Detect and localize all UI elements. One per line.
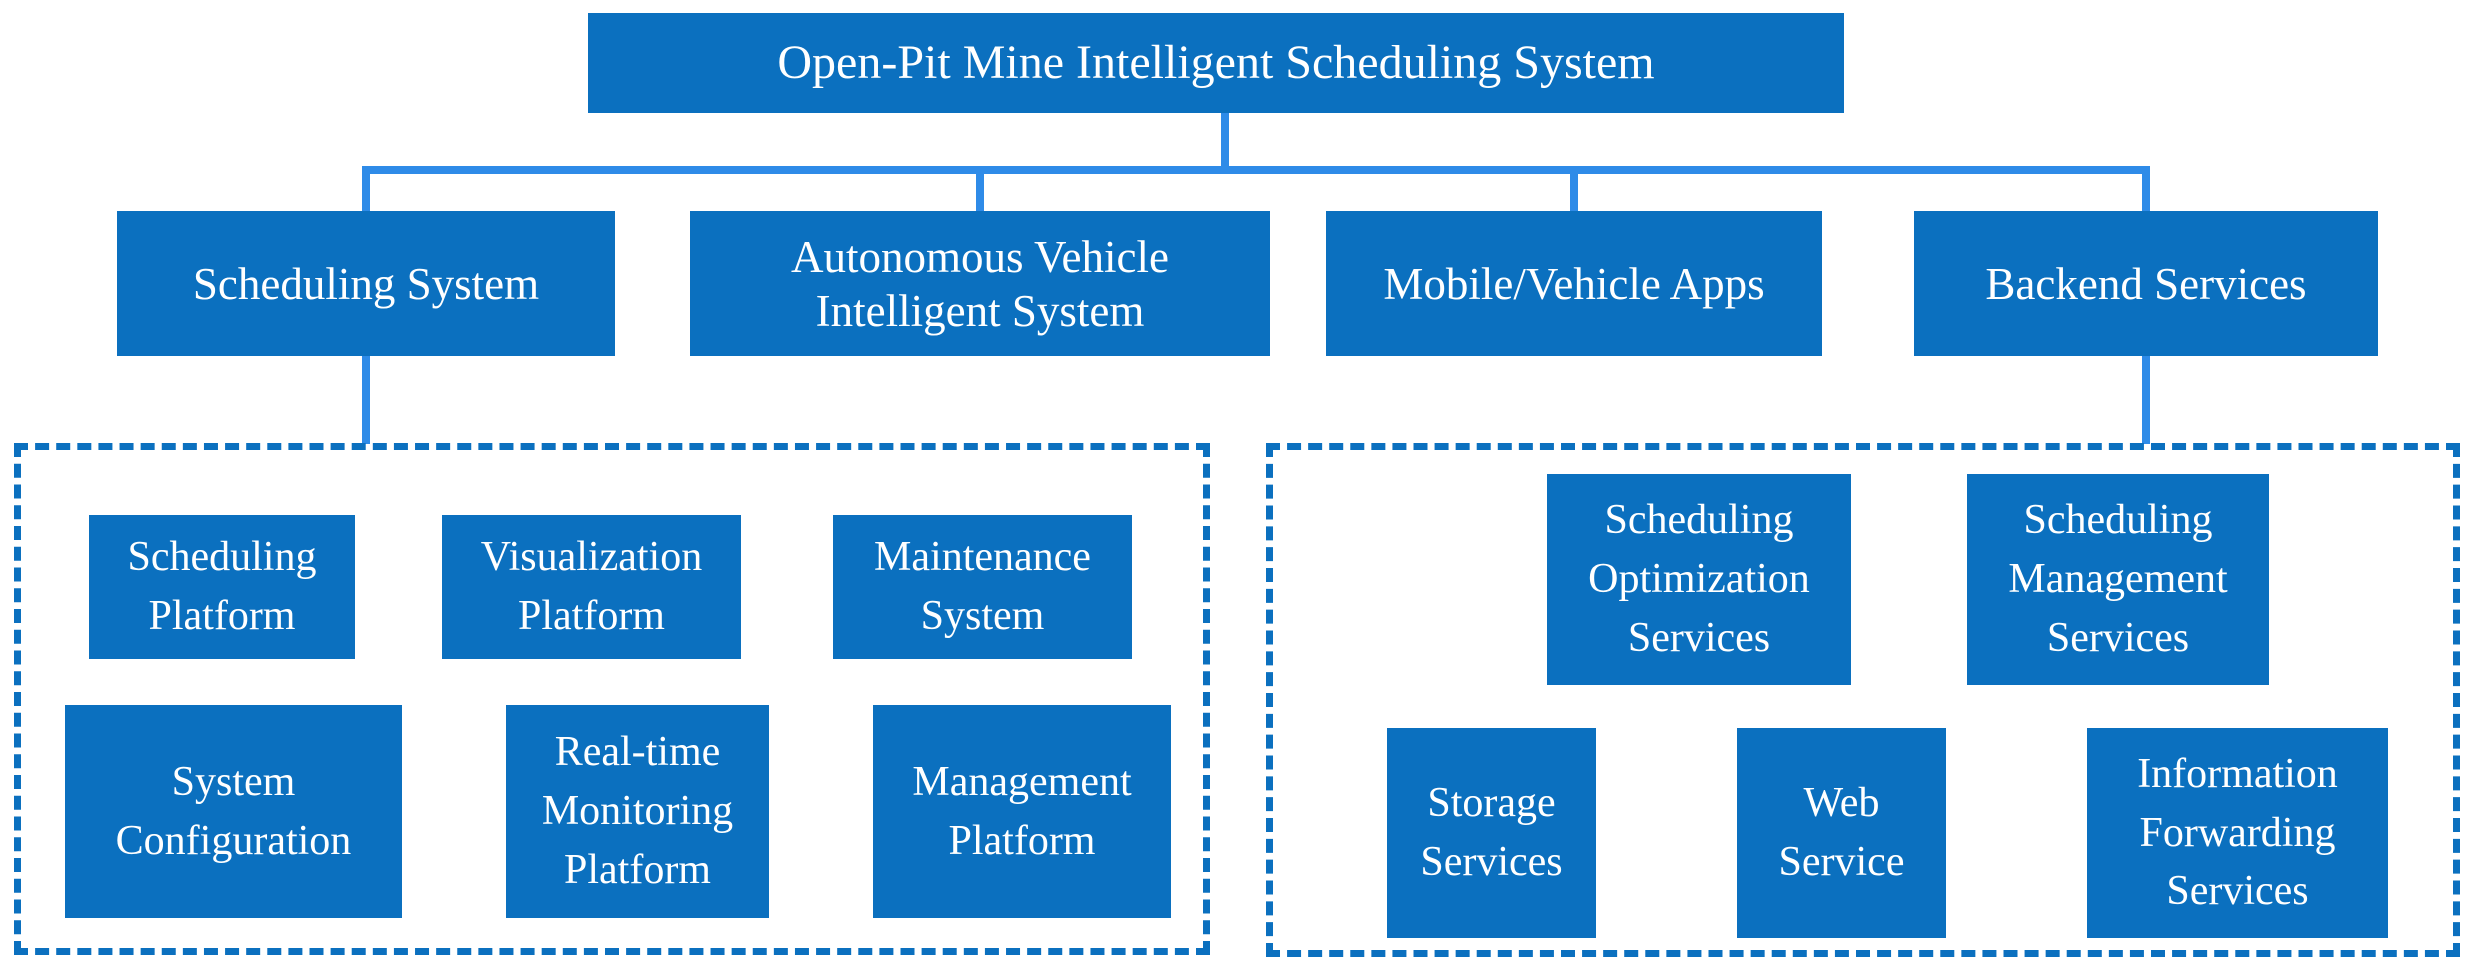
node-scheduling-management-services: Scheduling Management Services — [1967, 474, 2269, 685]
connector-drop-autonomous-vehicle — [976, 166, 984, 212]
node-system-configuration: System Configuration — [65, 705, 402, 918]
connector-horizontal-bus — [362, 166, 2150, 174]
node-visualization-platform: Visualization Platform — [442, 515, 741, 659]
node-management-platform: Management Platform — [873, 705, 1171, 918]
connector-root-stub — [1221, 112, 1229, 170]
node-maintenance-system: Maintenance System — [833, 515, 1132, 659]
node-storage-services: Storage Services — [1387, 728, 1596, 938]
node-autonomous-vehicle-system: Autonomous Vehicle Intelligent System — [690, 211, 1270, 356]
node-information-forwarding-services: Information Forwarding Services — [2087, 728, 2388, 938]
connector-drop-scheduling-system — [362, 166, 370, 212]
node-scheduling-system: Scheduling System — [117, 211, 615, 356]
group-scheduling-subsystem — [14, 443, 1210, 955]
connector-scheduling-to-group — [362, 354, 370, 444]
node-backend-services: Backend Services — [1914, 211, 2378, 356]
connector-backend-to-group — [2142, 354, 2150, 444]
connector-drop-backend-services — [2142, 166, 2150, 212]
node-scheduling-platform: Scheduling Platform — [89, 515, 355, 659]
node-mobile-vehicle-apps: Mobile/Vehicle Apps — [1326, 211, 1822, 356]
node-scheduling-optimization-services: Scheduling Optimization Services — [1547, 474, 1851, 685]
connector-drop-mobile-apps — [1570, 166, 1578, 212]
node-web-service: Web Service — [1737, 728, 1946, 938]
node-realtime-monitoring-platform: Real-time Monitoring Platform — [506, 705, 769, 918]
node-root-title: Open-Pit Mine Intelligent Scheduling Sys… — [588, 13, 1844, 113]
group-backend-subsystem — [1266, 443, 2460, 957]
